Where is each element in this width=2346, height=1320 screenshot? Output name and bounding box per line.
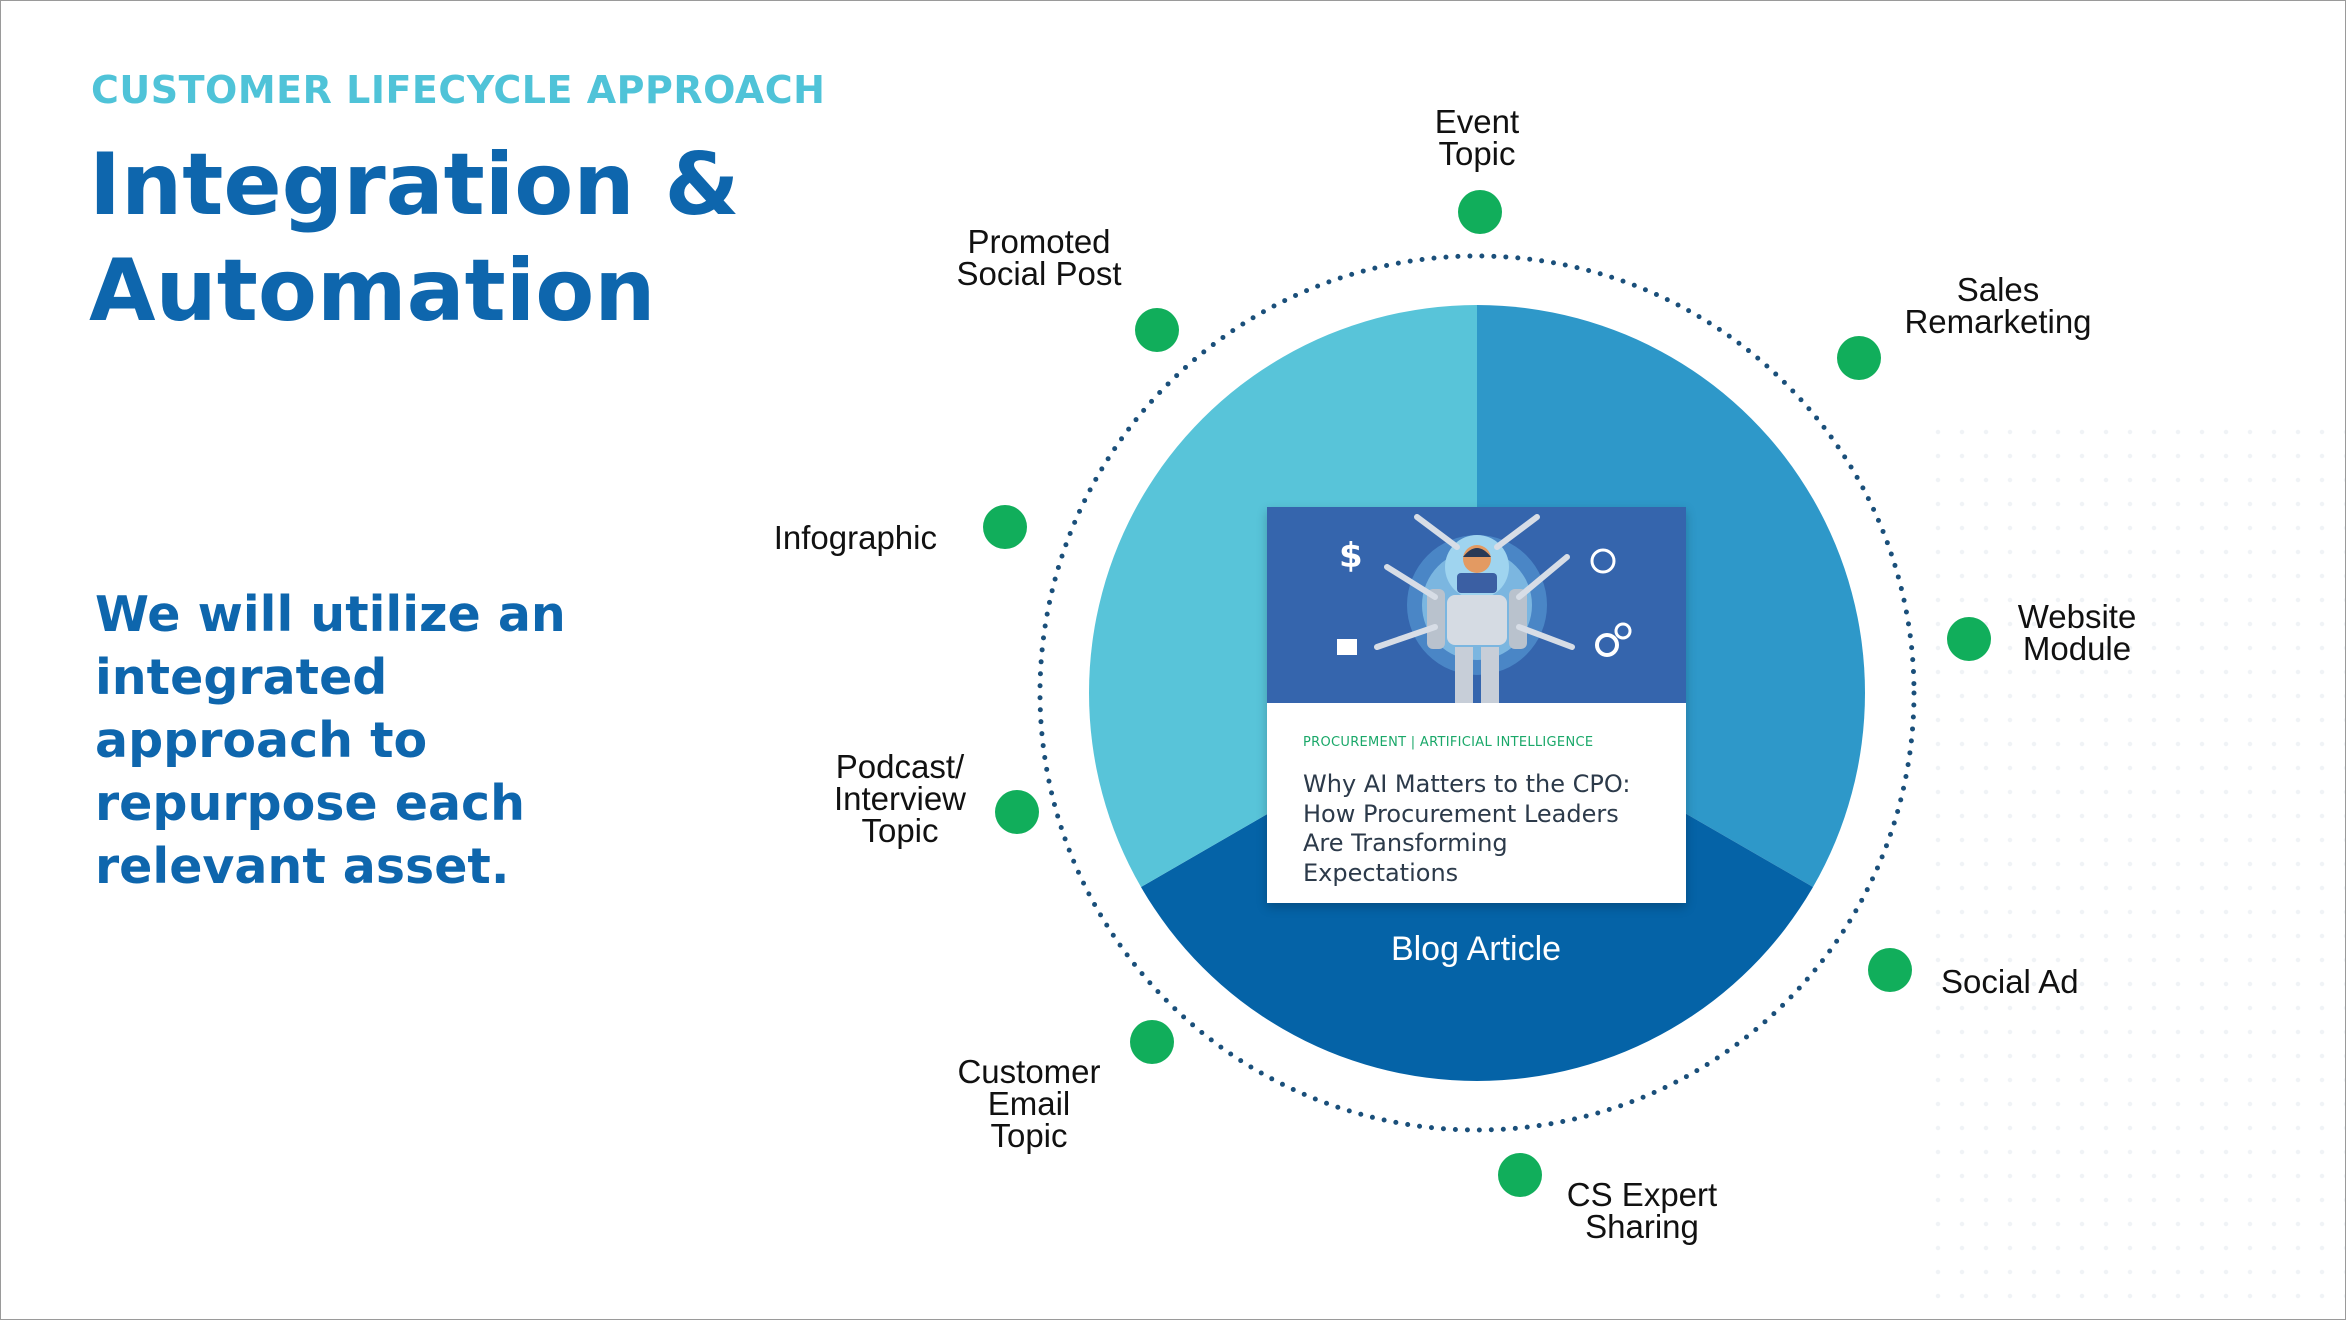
node-dot xyxy=(1837,336,1881,380)
node-dot xyxy=(1458,190,1502,234)
node-label-line: Sales xyxy=(1957,271,2040,308)
node-label-line: Module xyxy=(2023,630,2131,667)
card-category: PROCUREMENT | ARTIFICIAL INTELLIGENCE xyxy=(1303,735,1594,750)
node-dot xyxy=(995,790,1039,834)
node-label-line: Social Ad xyxy=(1941,963,2079,1000)
node-label-line: Customer xyxy=(957,1053,1100,1090)
node-label-line: Promoted xyxy=(967,223,1110,260)
svg-text:$: $ xyxy=(1339,536,1363,576)
node-label-line: Event xyxy=(1435,103,1519,140)
node-label-line: Podcast/ xyxy=(836,748,965,785)
node-social-ad: Social Ad xyxy=(1868,948,2079,1000)
node-label-line: Topic xyxy=(990,1117,1067,1154)
node-infographic: Infographic xyxy=(774,505,1027,556)
node-dot xyxy=(1947,617,1991,661)
node-label-line: Infographic xyxy=(774,519,937,556)
center-label: Blog Article xyxy=(1390,930,1562,968)
node-label-line: Sharing xyxy=(1585,1208,1699,1245)
background-dot-pattern xyxy=(1926,420,2346,1300)
node-label-line: Interview xyxy=(834,780,966,817)
section-eyebrow: CUSTOMER LIFECYCLE APPROACH xyxy=(91,68,826,112)
node-label-line: Website xyxy=(2018,598,2137,635)
node-group: EventTopicSalesRemarketingWebsiteModuleS… xyxy=(774,103,2137,1245)
slide-title: Integration & Automation xyxy=(89,135,740,341)
node-label-line: CS Expert xyxy=(1567,1176,1717,1213)
node-dot xyxy=(1130,1020,1174,1064)
slide-body-text: We will utilize an integrated approach t… xyxy=(95,586,566,895)
blog-article-card: $ PROCUREMENT | ARTIFICIAL INTELLIGENCE … xyxy=(1267,507,1686,903)
card-headline: Why AI Matters to the CPO: How Procureme… xyxy=(1303,770,1631,887)
node-dot xyxy=(1498,1153,1542,1197)
node-label-line: Remarketing xyxy=(1904,303,2091,340)
node-label-line: Topic xyxy=(1438,135,1515,172)
node-dot xyxy=(1868,948,1912,992)
node-label-line: Topic xyxy=(861,812,938,849)
node-dot xyxy=(1135,308,1179,352)
node-dot xyxy=(983,505,1027,549)
node-label-line: Email xyxy=(988,1085,1071,1122)
node-label-line: Social Post xyxy=(956,255,1121,292)
dotted-ring xyxy=(1037,253,1917,1133)
robot-illustration: $ xyxy=(1267,507,1686,703)
